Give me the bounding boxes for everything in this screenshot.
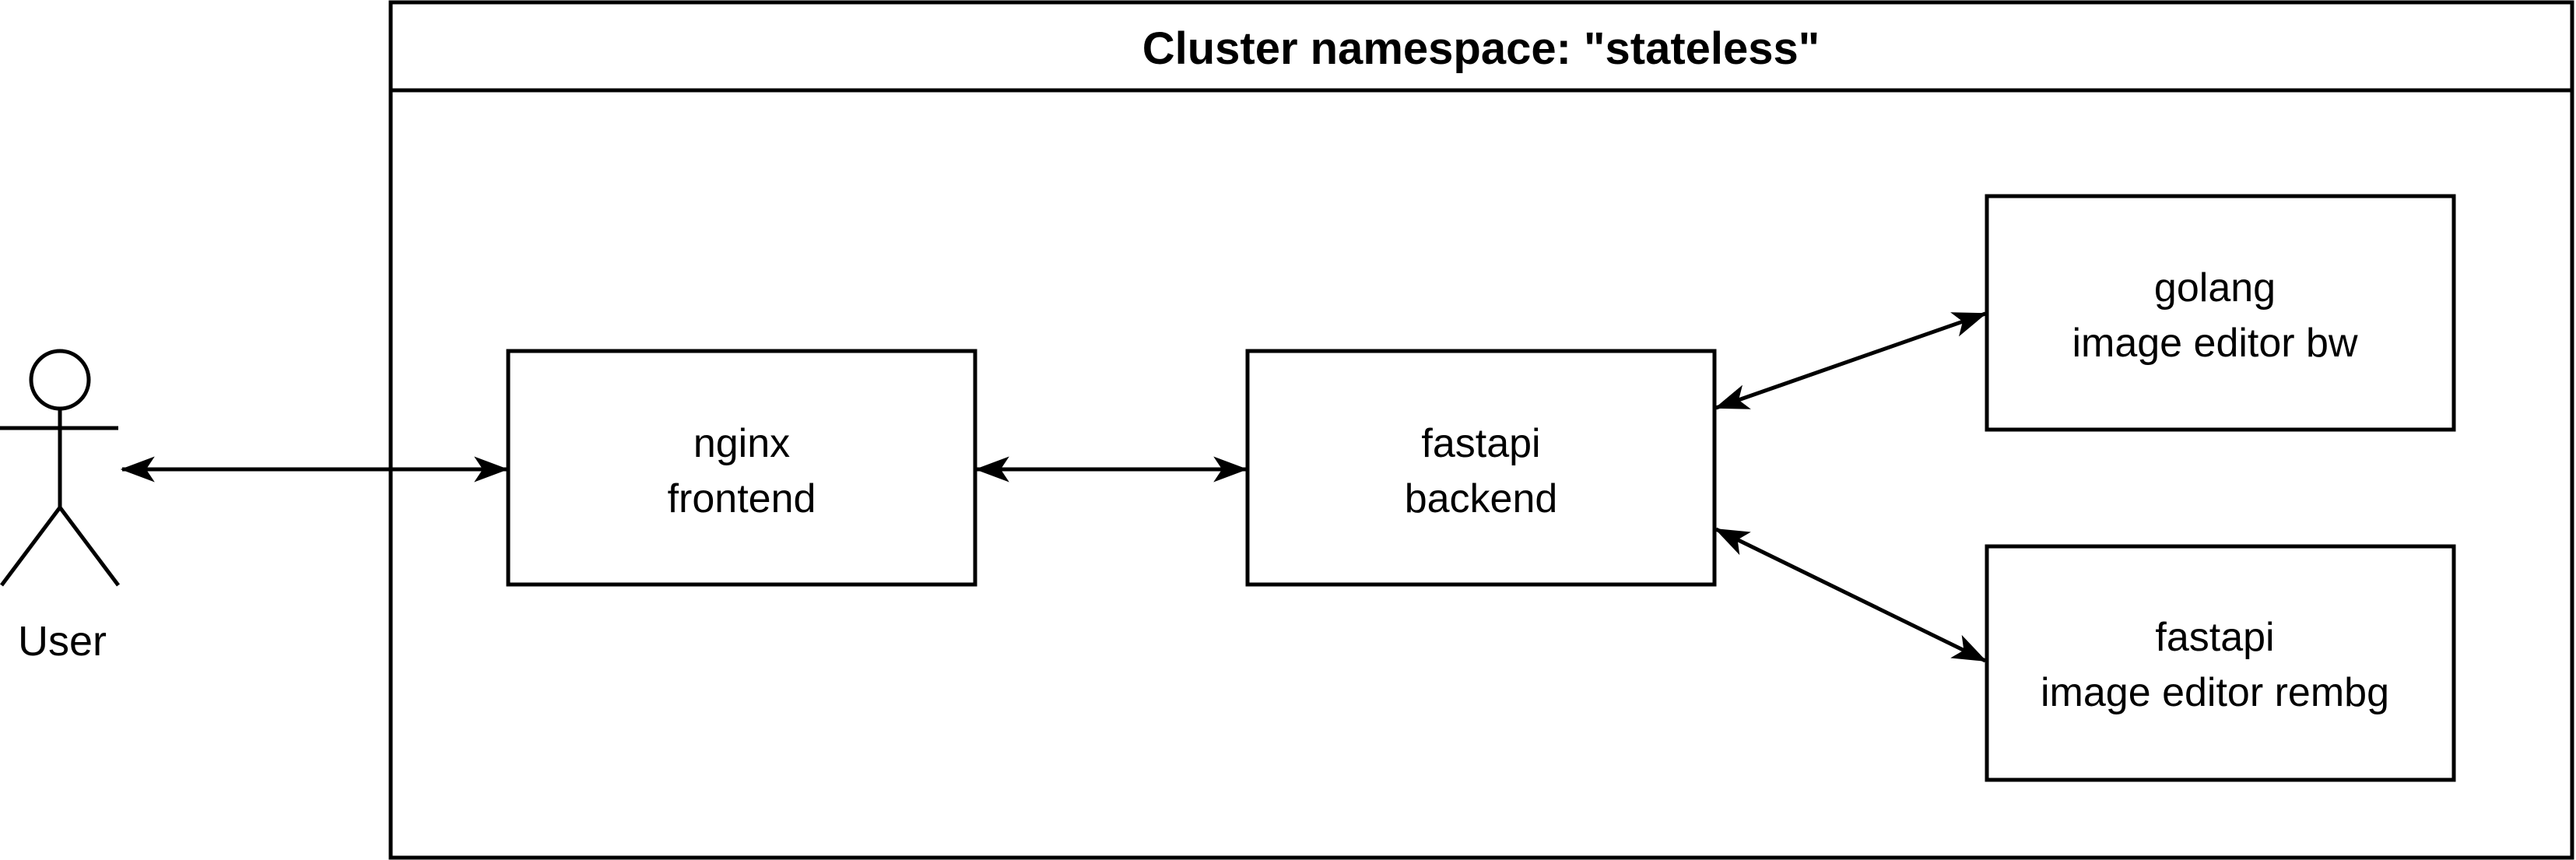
node-label-line2: image editor rembg [2041,670,2389,715]
actor-left-leg [0,506,61,587]
node-label-line2: image editor bw [2072,321,2358,366]
user-actor: User [0,349,120,665]
actor-head [29,349,91,411]
node-fastapi-image-editor-rembg: fastapi image editor rembg [1985,544,2456,782]
node-box [1985,544,2456,782]
node-box [1245,349,1717,587]
actor-label: User [18,618,107,665]
node-label-line1: fastapi [2155,615,2274,660]
node-fastapi-backend: fastapi backend [1245,349,1717,587]
node-box [506,349,977,587]
node-label-line2: backend [1405,476,1558,521]
node-label-line1: nginx [693,421,790,466]
namespace-title: Cluster namespace: "stateless" [1142,23,1820,74]
node-box [1985,194,2456,432]
node-label-line1: golang [2154,265,2276,311]
node-label-line2: frontend [668,476,816,521]
node-label-line1: fastapi [1421,421,1540,466]
edge-backend-bw [1714,311,1988,410]
connectors [120,311,1988,663]
edge-backend-rembg [1714,527,1987,663]
node-nginx-frontend: nginx frontend [506,349,977,587]
actor-right-leg [58,506,120,587]
node-golang-image-editor-bw: golang image editor bw [1985,194,2456,432]
